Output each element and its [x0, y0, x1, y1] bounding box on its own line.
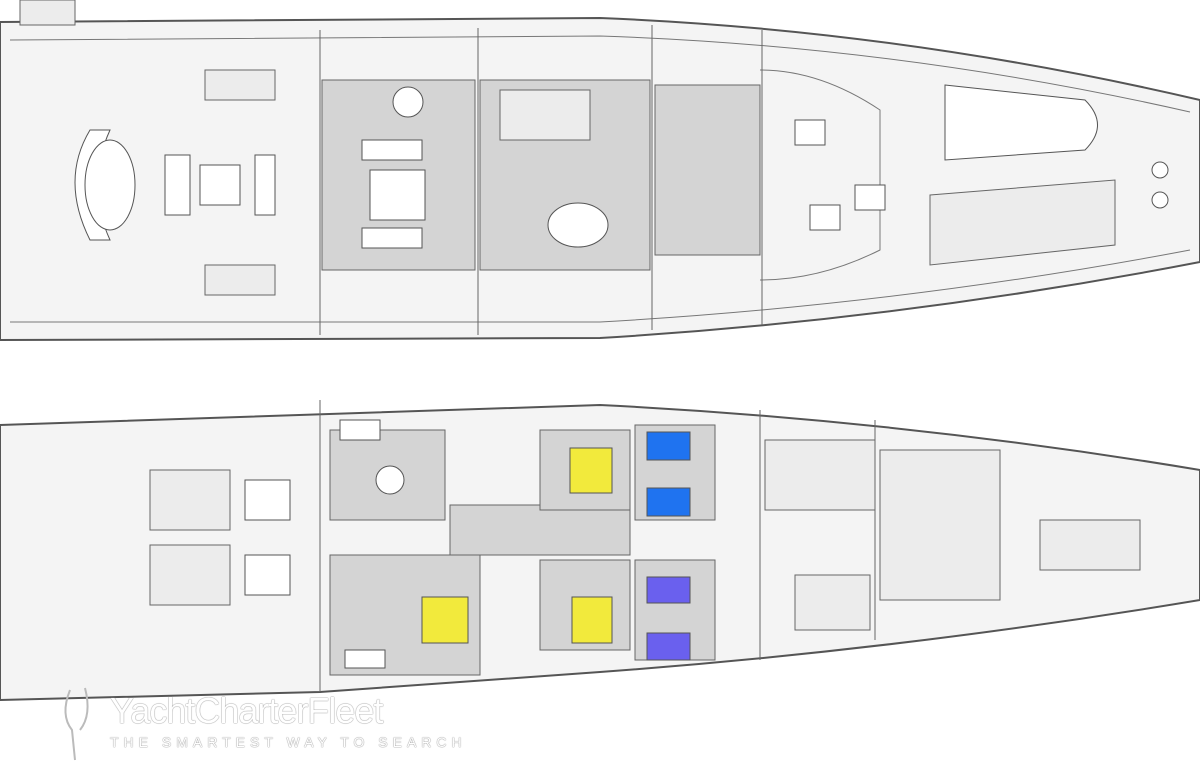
- aft-table: [84, 139, 136, 231]
- watermark-logo: [64, 687, 89, 761]
- cockpit-table: [199, 164, 241, 206]
- dining-table: [547, 202, 609, 248]
- galley: [764, 439, 876, 511]
- tender: [944, 84, 1098, 161]
- bed-twin-2b: [646, 632, 691, 661]
- deck-saloon: [654, 84, 761, 256]
- bed-twin-2a: [646, 576, 691, 604]
- bed-guest-2: [571, 596, 613, 644]
- bed-master: [421, 596, 469, 644]
- main-deck: [0, 0, 1200, 342]
- crew-mess: [794, 574, 871, 631]
- lower-corridor: [449, 504, 631, 556]
- salon-table: [369, 169, 426, 221]
- watermark-tagline: THE SMARTEST WAY TO SEARCH: [110, 734, 467, 750]
- bed-guest-1: [569, 447, 613, 494]
- swim-platform: [19, 0, 76, 26]
- watermark: YachtCharterFleet THE SMARTEST WAY TO SE…: [110, 690, 467, 750]
- watermark-brand: YachtCharterFleet: [110, 690, 383, 731]
- lower-deck: [0, 400, 1200, 702]
- bed-twin-1a: [646, 431, 691, 461]
- crew-quarters: [879, 449, 1001, 601]
- engine-room: [149, 469, 231, 531]
- bed-twin-1b: [646, 487, 691, 517]
